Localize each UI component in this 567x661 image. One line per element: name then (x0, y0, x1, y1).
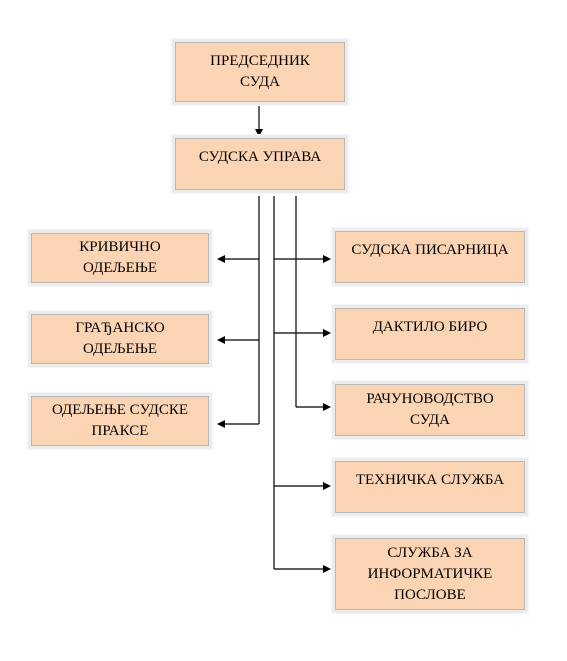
criminal-department-box: КРИВИЧНО ОДЕЉЕЊЕ (28, 230, 212, 286)
president-box: ПРЕДСЕДНИК СУДА (172, 39, 348, 105)
technical-service-label: ТЕХНИЧКА СЛУЖБА (355, 472, 505, 488)
administration-box: СУДСКА УПРАВА (172, 135, 348, 193)
typing-office-box: ДАКТИЛО БИРО (332, 305, 528, 363)
case-law-department-label: ОДЕЉЕЊЕ СУДСКЕ ПРАКСЕ (51, 402, 189, 439)
civil-department-label: ГРАЂАНСКО ОДЕЉЕЊЕ (75, 320, 165, 357)
president-label: ПРЕДСЕДНИК СУДА (210, 53, 310, 90)
accounting-label: РАЧУНОВОДСТВО СУДА (366, 391, 494, 428)
administration-label: СУДСКА УПРАВА (198, 149, 322, 165)
civil-department-box: ГРАЂАНСКО ОДЕЉЕЊЕ (28, 311, 212, 367)
accounting-box: РАЧУНОВОДСТВО СУДА (332, 381, 528, 439)
criminal-department-label: КРИВИЧНО ОДЕЉЕЊЕ (79, 239, 161, 276)
it-service-box: СЛУЖБА ЗА ИНФОРМАТИЧКЕ ПОСЛОВЕ (332, 535, 528, 613)
registry-label: СУДСКА ПИСАРНИЦА (351, 242, 509, 258)
technical-service-box: ТЕХНИЧКА СЛУЖБА (332, 458, 528, 516)
typing-office-label: ДАКТИЛО БИРО (372, 319, 488, 335)
registry-box: СУДСКА ПИСАРНИЦА (332, 228, 528, 286)
case-law-department-box: ОДЕЉЕЊЕ СУДСКЕ ПРАКСЕ (28, 393, 212, 449)
it-service-label: СЛУЖБА ЗА ИНФОРМАТИЧКЕ ПОСЛОВЕ (367, 544, 493, 603)
